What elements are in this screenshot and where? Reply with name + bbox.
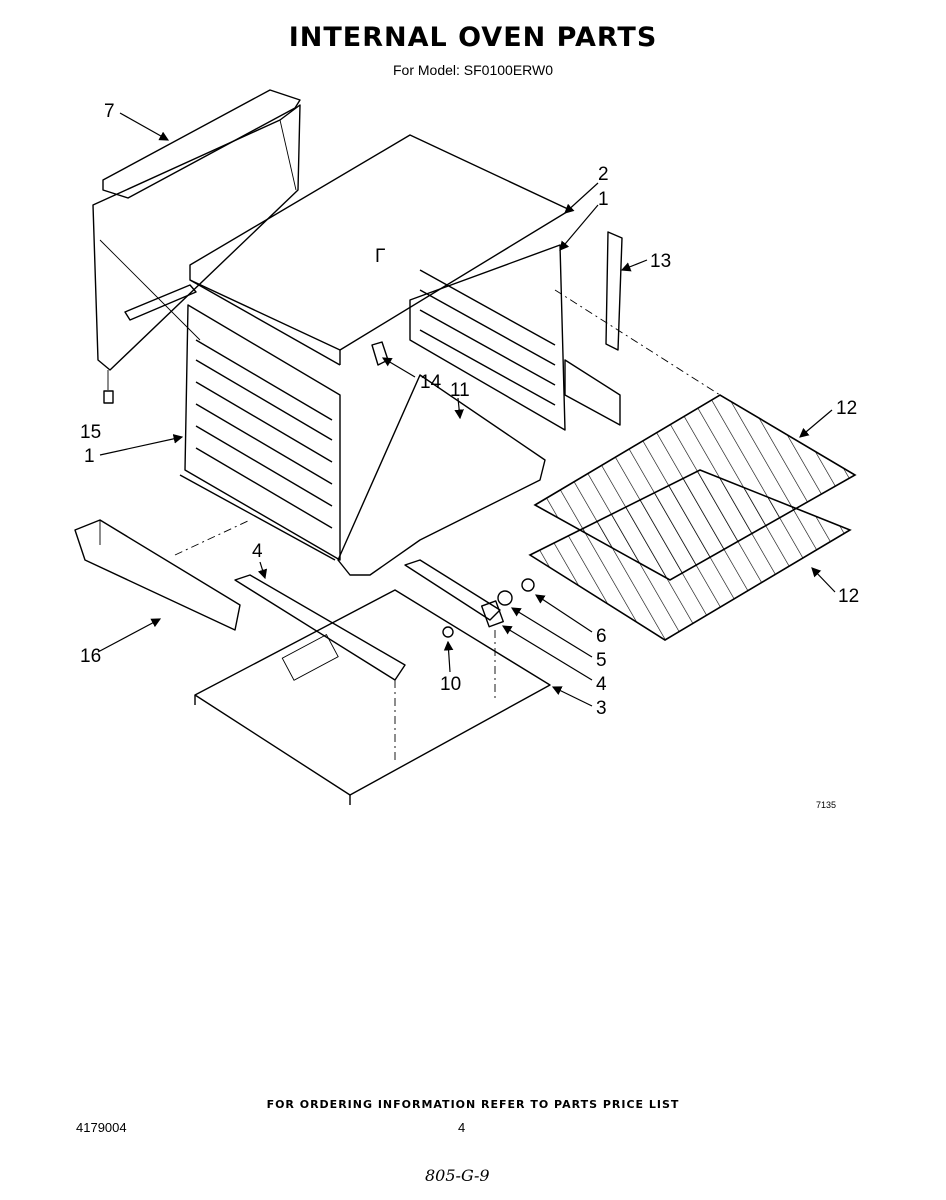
part-1-left-side-panel — [179, 304, 341, 561]
callout-15: 15 — [80, 422, 101, 443]
part-6-knob — [497, 578, 535, 606]
part-16-front-trim — [74, 519, 241, 631]
callout-1-left: 1 — [84, 446, 95, 467]
part-7-rear-panel — [92, 89, 301, 371]
callout-3: 3 — [596, 698, 607, 719]
callout-12-lower: 12 — [838, 586, 859, 607]
callout-4-upper: 4 — [252, 541, 263, 562]
part-12-oven-rack-lower — [528, 469, 852, 641]
callout-10: 10 — [440, 674, 461, 695]
part-11-oven-bottom — [337, 374, 546, 576]
document-part-number: 4179004 — [76, 1120, 127, 1135]
part-1-right-side-panel — [409, 244, 621, 431]
callout-7: 7 — [104, 101, 115, 122]
page-title: INTERNAL OVEN PARTS — [288, 22, 658, 53]
part-14-bracket — [371, 341, 389, 366]
part-4-channel — [234, 559, 501, 681]
part-10-nut — [442, 626, 454, 638]
callout-5: 5 — [596, 650, 607, 671]
part-13-side-strip — [605, 231, 623, 351]
callout-13: 13 — [650, 251, 671, 272]
model-subtitle: For Model: SF0100ERW0 — [392, 62, 554, 78]
page-number: 4 — [458, 1120, 466, 1135]
part-5-bracket — [480, 600, 504, 628]
callout-6: 6 — [596, 626, 607, 647]
ordering-note: FOR ORDERING INFORMATION REFER TO PARTS … — [266, 1098, 680, 1111]
callout-16: 16 — [80, 646, 101, 667]
part-15-clip — [103, 370, 114, 404]
callout-leaders — [97, 112, 836, 707]
figure-code: 7135 — [816, 800, 837, 810]
callout-14: 14 — [420, 372, 442, 393]
assembly-guide-lines — [174, 289, 721, 760]
callout-1-right: 1 — [598, 189, 609, 210]
oven-liner-top: Γ — [189, 134, 571, 366]
handwritten-note: 805-G-9 — [425, 1166, 490, 1185]
part-3-bottom-plate — [194, 589, 551, 805]
callout-11: 11 — [450, 380, 470, 401]
callout-4-lower: 4 — [596, 674, 607, 695]
callout-12-upper: 12 — [836, 398, 857, 419]
svg-text:Γ: Γ — [375, 246, 385, 267]
callout-2: 2 — [598, 164, 609, 185]
